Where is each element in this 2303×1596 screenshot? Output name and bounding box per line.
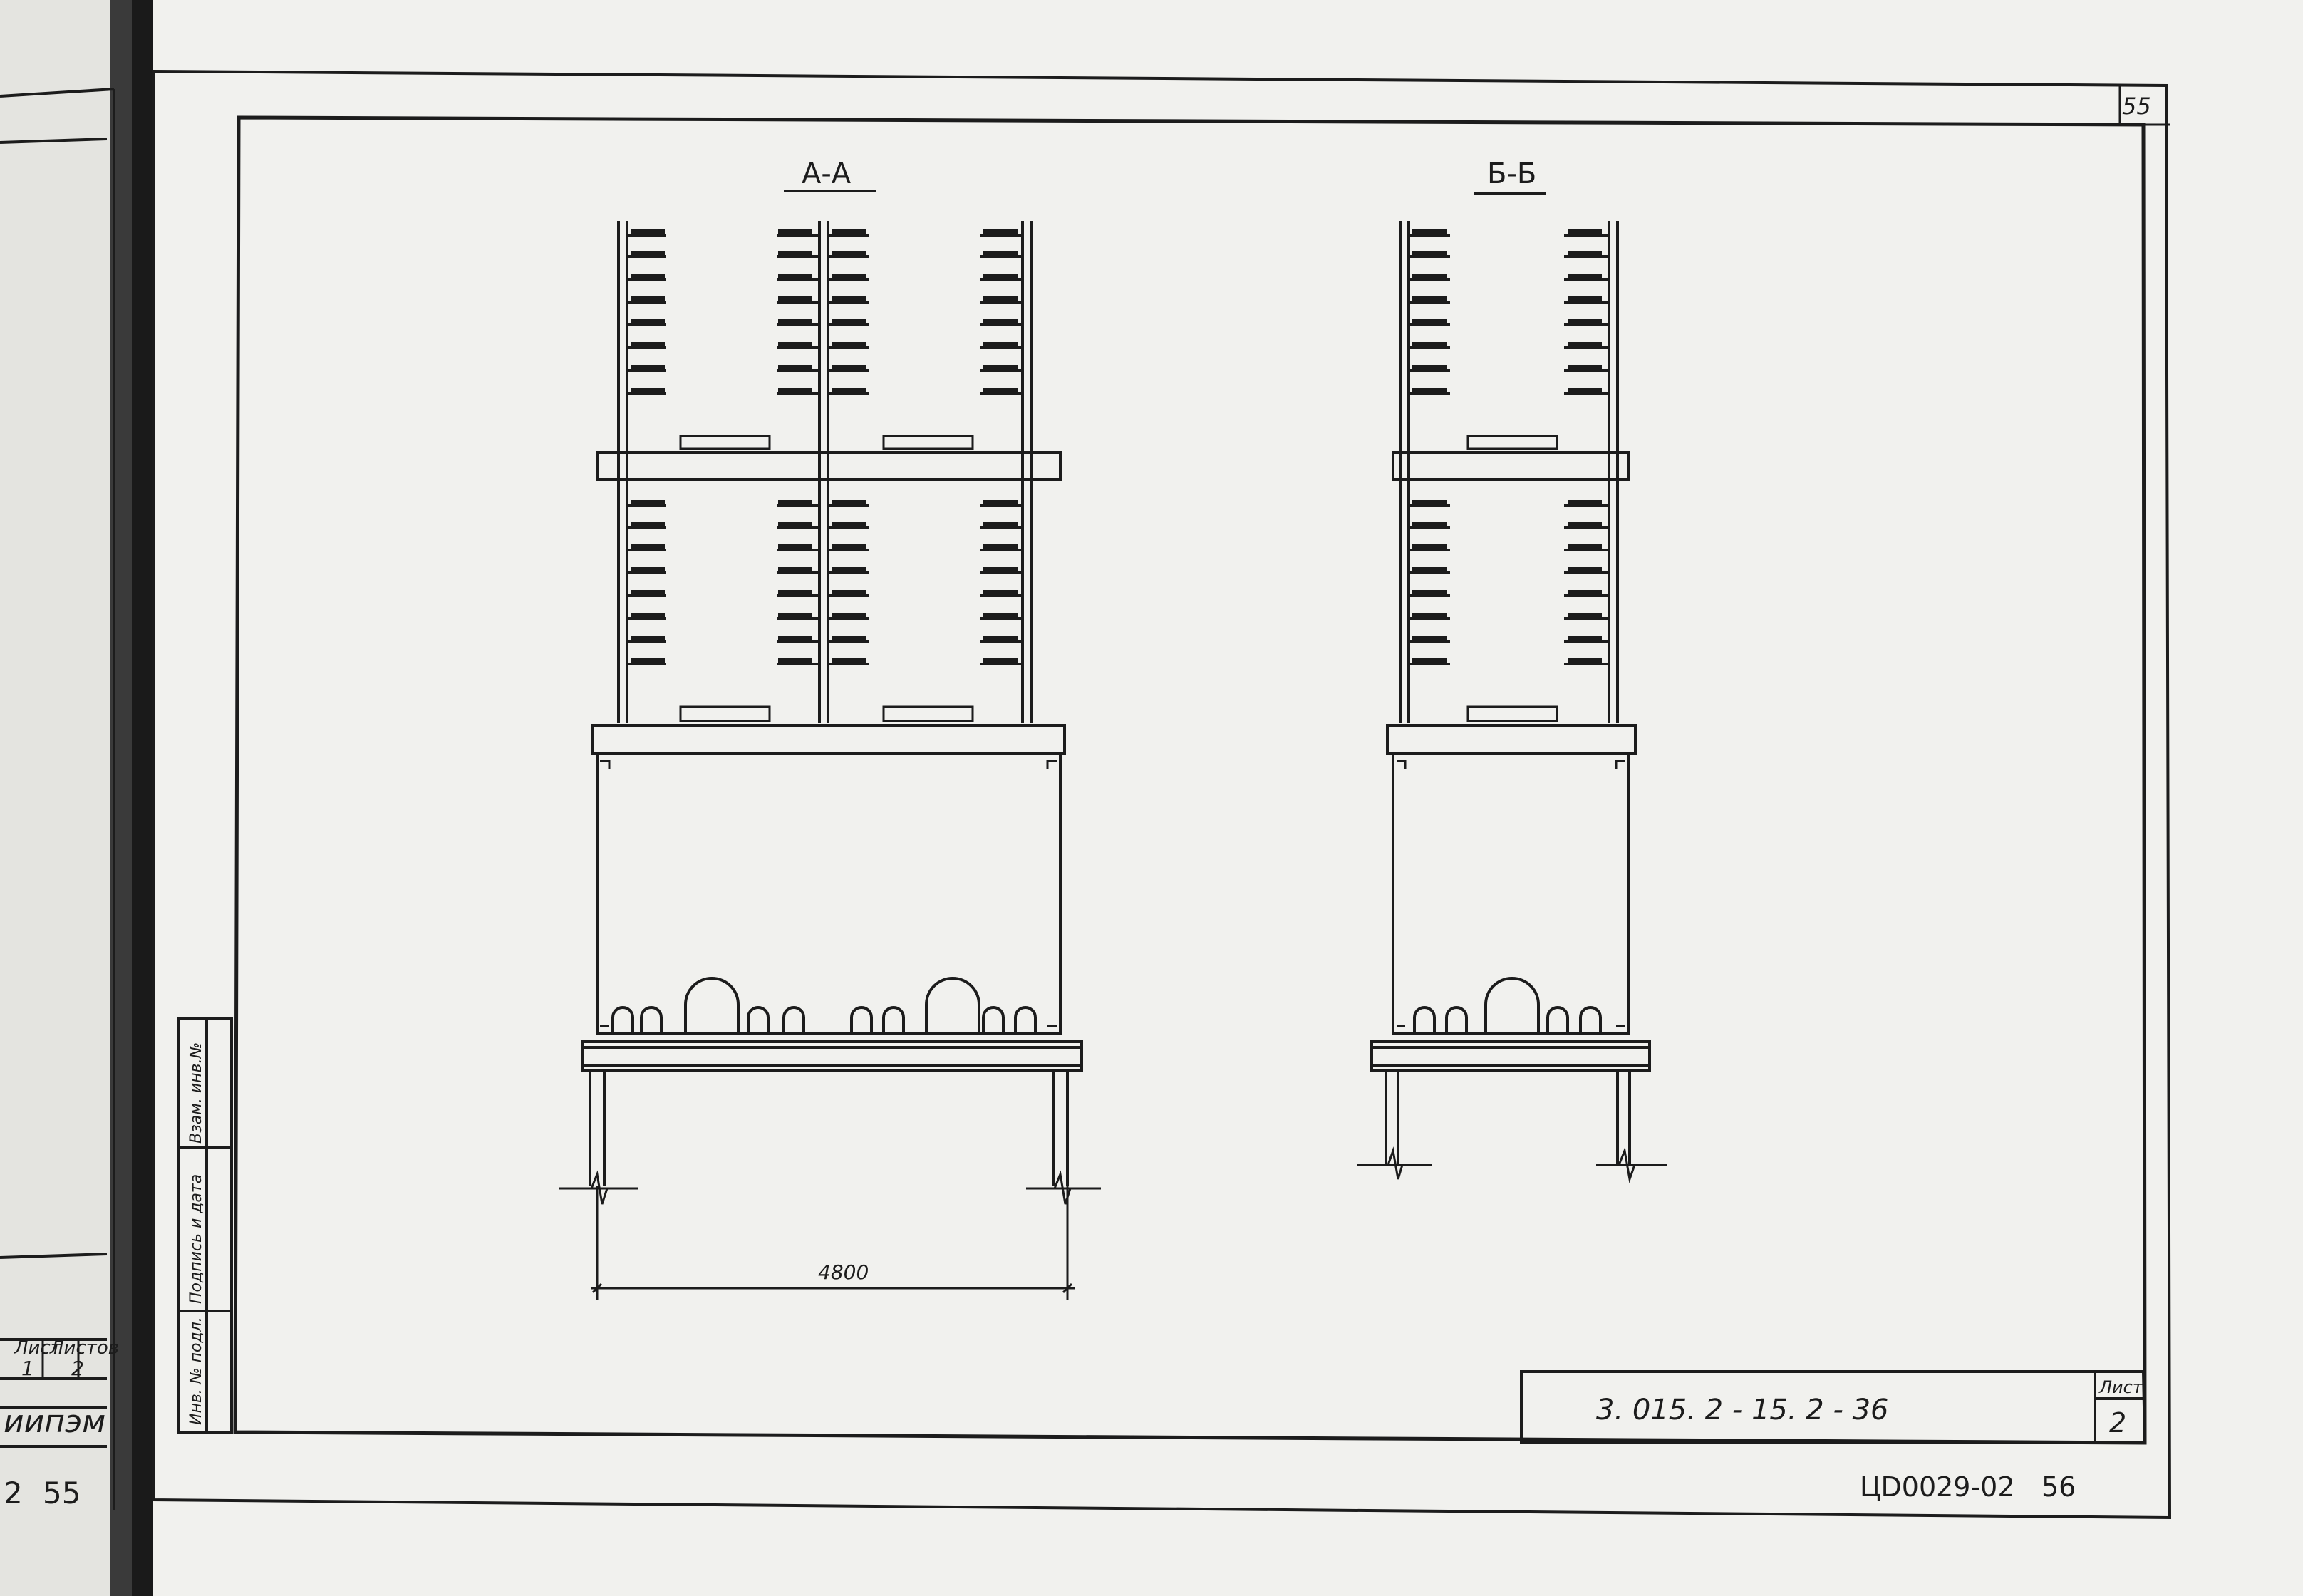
sheet-value: 2: [2109, 1407, 2126, 1439]
archive-code: ЦD0029-02: [1860, 1471, 2015, 1503]
sheet-border: 55: [152, 69, 2172, 1520]
prev-code-fragment: 2: [4, 1476, 23, 1510]
dimension-label: 4800: [818, 1260, 869, 1284]
drawing-code: 3. 015. 2 - 15. 2 - 36: [1596, 1394, 1889, 1426]
side-stamp-sign: Подпись и дата: [187, 1174, 205, 1304]
prev-page-number-bottom: 55: [43, 1476, 81, 1510]
prev-lists-label: Листов: [49, 1337, 119, 1359]
section-b-b: Б-Б: [1357, 157, 1667, 1183]
side-stamp-replace: Взам. инв.№: [187, 1042, 205, 1144]
prev-org: иипэм: [4, 1404, 105, 1440]
section-a-a: А-А: [559, 157, 1101, 1300]
section-b-title: Б-Б: [1487, 157, 1536, 190]
page-number: 55: [2122, 93, 2151, 120]
sheet-label: Лист: [2098, 1377, 2143, 1397]
section-a-title: А-А: [802, 157, 852, 190]
archive-page: 56: [2041, 1471, 2076, 1503]
previous-page-fragment: Лист Листов 1 2 иипэм 2 55: [0, 0, 153, 1596]
prev-lists-value: 2: [71, 1357, 84, 1380]
title-block: 3. 015. 2 - 15. 2 - 36 Лист 2: [1520, 1370, 2147, 1444]
prev-list-value: 1: [21, 1357, 34, 1380]
prev-list-label: Лист: [14, 1337, 62, 1359]
archive-stamp: ЦD0029-02 56: [1860, 1471, 2076, 1503]
side-stamp: Инв. № подл. Подпись и дата Взам. инв.№: [177, 1017, 233, 1434]
side-stamp-inv: Инв. № подл.: [187, 1317, 205, 1425]
